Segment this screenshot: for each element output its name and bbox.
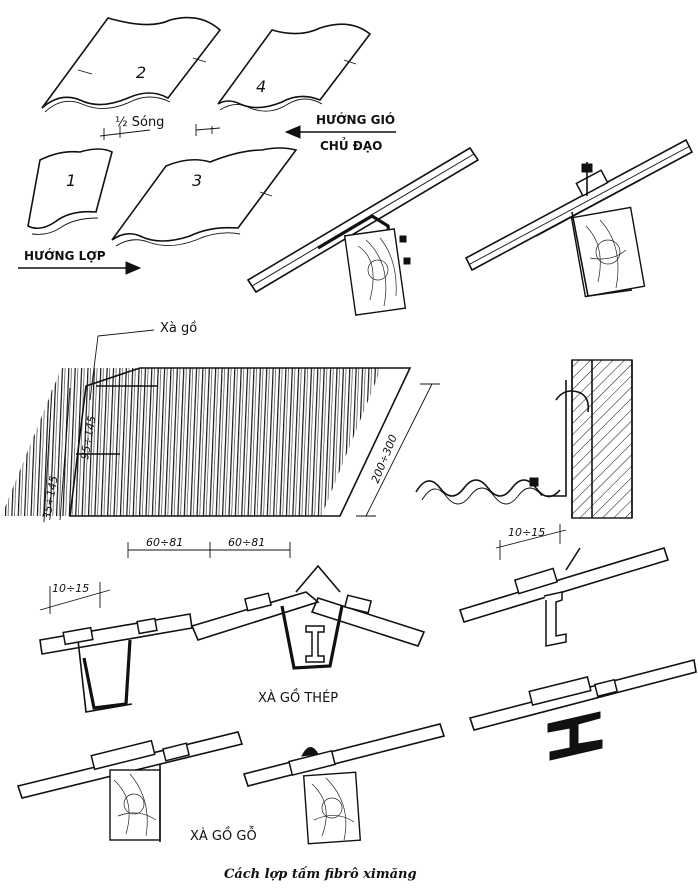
wood-purlin-bolt-detail	[464, 138, 694, 298]
laying-direction-label: HƯỚNG LỢP	[24, 248, 106, 263]
wall-junction-detail	[415, 359, 633, 519]
dim-width-b: 60÷81	[228, 536, 265, 549]
wind-label-line1: HƯỚNG GIÓ	[316, 112, 395, 127]
sheet-2: 2	[41, 16, 222, 113]
laying-direction: HƯỚNG LỢP	[18, 248, 142, 275]
half-wave-dimension: ½ Sóng	[99, 115, 221, 140]
plan-view: Xà gồ 95÷145 35÷145 200÷300 60÷81 60÷81	[1, 321, 440, 558]
sheet-4-number: 4	[256, 77, 266, 96]
dim-width-a: 60÷81	[146, 536, 183, 549]
steel-i-beam-detail	[468, 659, 697, 761]
purlin-label: Xà gồ	[160, 321, 197, 336]
steel-purlin-left-detail: 10÷15	[39, 582, 193, 713]
sheet-1: 1	[27, 148, 113, 235]
figure-caption: Cách lợp tấm fibrô ximăng	[224, 866, 417, 882]
steel-dim-right: 10÷15	[508, 526, 545, 539]
wood-purlin-lower-left-detail: XÀ GỒ GỖ	[16, 731, 257, 844]
half-wave-label: ½ Sóng	[115, 115, 164, 130]
wood-purlin-hook-detail	[246, 146, 480, 316]
sheet-1-number: 1	[66, 171, 76, 190]
steel-purlin-right-detail: 10÷15	[458, 524, 670, 647]
wind-label-line2: CHỦ ĐẠO	[320, 137, 382, 153]
steel-dim-left: 10÷15	[52, 582, 89, 595]
steel-purlin-label: XÀ GỒ THÉP	[258, 689, 338, 706]
sheet-4: 4	[217, 23, 372, 112]
wood-purlin-lower-center-detail	[242, 723, 446, 845]
sheet-3: 3	[111, 147, 298, 247]
sheet-3-number: 3	[192, 171, 202, 190]
wood-purlin-label: XÀ GỒ GỖ	[190, 826, 257, 844]
wind-direction: HƯỚNG GIÓ CHỦ ĐẠO	[284, 112, 396, 153]
dim-length: 200÷300	[369, 433, 400, 485]
steel-ridge-detail: XÀ GỒ THÉP	[190, 564, 426, 706]
sheet-2-number: 2	[136, 63, 146, 82]
